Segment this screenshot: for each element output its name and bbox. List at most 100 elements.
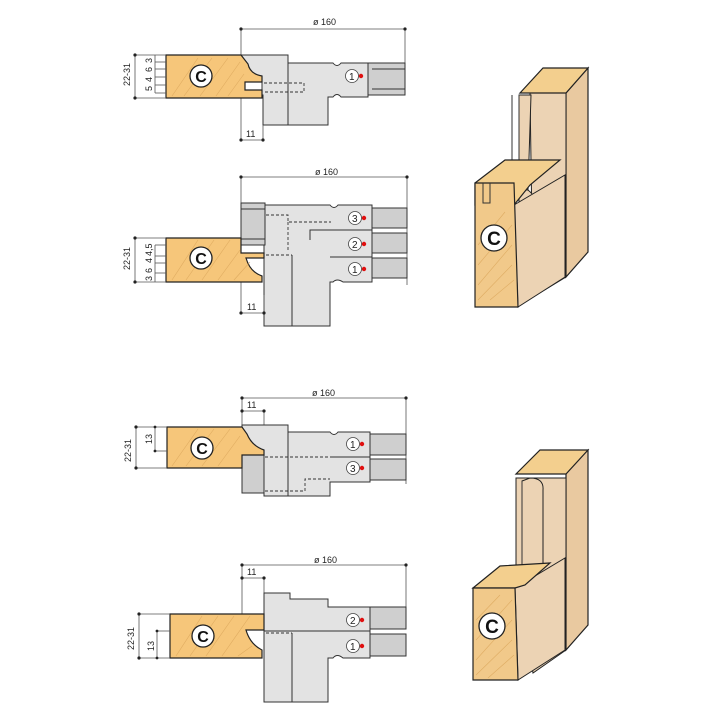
- stack-label: 6: [144, 268, 154, 273]
- profile-badge-label: C: [195, 251, 207, 268]
- offset-label: 11: [247, 302, 256, 312]
- diameter-label: ø 160: [314, 555, 337, 565]
- marker-dot: [361, 266, 367, 272]
- hidden-outline: [265, 456, 330, 492]
- cutter-number-circle: [346, 437, 360, 451]
- stack-label: 13: [146, 641, 156, 651]
- cutter-edge: [309, 229, 330, 240]
- cutter-body: [263, 204, 373, 327]
- profile-badge-label: C: [485, 617, 499, 638]
- cutter-number-circle: [348, 237, 362, 251]
- cutter-arbor: [369, 458, 407, 481]
- cutter-number: 1: [350, 642, 356, 653]
- cutter-number: 2: [352, 240, 358, 251]
- cutter-arbor: [369, 633, 407, 657]
- stack-label: 6: [144, 67, 154, 72]
- cutter-number: 2: [350, 616, 356, 627]
- height-label: 22-31: [122, 63, 132, 86]
- setup-3: ø 160 11 C 1 3 22-31 13: [123, 388, 408, 497]
- marker-dot: [358, 73, 364, 79]
- cutter-arbor: [371, 232, 408, 254]
- dimension-dot: [403, 27, 407, 31]
- profile-badge: [478, 612, 506, 640]
- cutter-number: 1: [352, 265, 358, 276]
- cutter-number-circle: [348, 211, 362, 225]
- workpiece: [166, 426, 265, 469]
- profile-badge-label: C: [487, 229, 501, 250]
- stile-top: [518, 67, 590, 94]
- dimension-dot: [239, 311, 243, 315]
- stack-label: 4: [144, 77, 154, 82]
- cutter-number: 3: [350, 464, 356, 475]
- dimension-dot: [133, 96, 137, 100]
- cutter-arbor: [369, 606, 407, 630]
- stile-side: [565, 66, 589, 279]
- cutter-body: [241, 424, 371, 497]
- cutter-number-circle: [346, 639, 360, 653]
- marker-dot: [361, 215, 367, 221]
- dimension-dot: [137, 656, 141, 660]
- dimension-dot: [137, 612, 141, 616]
- cutter-spacer: [240, 202, 266, 246]
- dimension-dot: [240, 409, 244, 413]
- dimension-dot: [404, 563, 408, 567]
- hidden-outline: [264, 82, 305, 93]
- offset-label: 11: [247, 567, 256, 577]
- cutter-spacer: [241, 454, 265, 494]
- cutter-number-circle: [346, 461, 360, 475]
- cutter-arbor: [371, 207, 408, 229]
- marker-dot: [359, 617, 365, 623]
- stile-side: [565, 448, 589, 652]
- profile-badge: [189, 246, 213, 270]
- cutter-number-circle: [345, 69, 359, 83]
- cutter-arbor: [367, 62, 406, 96]
- marker-dot: [359, 465, 365, 471]
- marker-dot: [359, 643, 365, 649]
- dimension-dot: [155, 656, 159, 660]
- dimension-dot: [404, 396, 408, 400]
- diameter-label: ø 160: [313, 17, 336, 27]
- diameter-label: ø 160: [312, 388, 335, 398]
- dimension-dot: [153, 449, 157, 453]
- cutter-number-circle: [346, 613, 360, 627]
- profile-badge: [191, 624, 215, 648]
- profile-panel: [521, 477, 544, 571]
- dimension-dot: [262, 409, 266, 413]
- stack-label: 5: [144, 86, 154, 91]
- dimension-dot: [134, 466, 138, 470]
- dimension-dot: [240, 576, 244, 580]
- dimension-dot: [155, 629, 159, 633]
- frame-illustration-grooved: C: [474, 66, 590, 308]
- height-label: 22-31: [123, 439, 133, 462]
- frame-illustration-rebated: C: [471, 448, 590, 681]
- dimension-dot: [262, 311, 266, 315]
- groove-cut: [482, 183, 491, 204]
- dimension-dot: [240, 563, 244, 567]
- dimension-dot: [153, 425, 157, 429]
- dimension-dot: [262, 576, 266, 580]
- profile-badge-label: C: [195, 69, 207, 86]
- height-label: 22-31: [126, 627, 136, 650]
- cutter-arbor: [371, 257, 408, 279]
- setup-2: ø 160 C 3 2 1 22-31: [122, 167, 409, 327]
- stack-label: 4,5: [144, 243, 154, 256]
- marker-dot: [361, 241, 367, 247]
- profile-badge-label: C: [197, 629, 209, 646]
- offset-label: 11: [246, 129, 255, 139]
- dimension-dot: [239, 175, 243, 179]
- diameter-label: ø 160: [315, 167, 338, 177]
- offset-label: 11: [247, 400, 256, 410]
- dimension-dot: [239, 27, 243, 31]
- cutter-number: 1: [350, 440, 356, 451]
- dimension-dot: [133, 280, 137, 284]
- profile-badge: [189, 64, 213, 88]
- profile-badge-label: C: [196, 441, 208, 458]
- stack-label: 3: [144, 276, 154, 281]
- dimension-dot: [240, 396, 244, 400]
- setup-4: ø 160 11 C 2 1 22-31 13: [126, 555, 408, 703]
- stack-label: 3: [144, 58, 154, 63]
- profile-badge: [190, 436, 214, 460]
- marker-dot: [359, 441, 365, 447]
- dimension-dot: [134, 425, 138, 429]
